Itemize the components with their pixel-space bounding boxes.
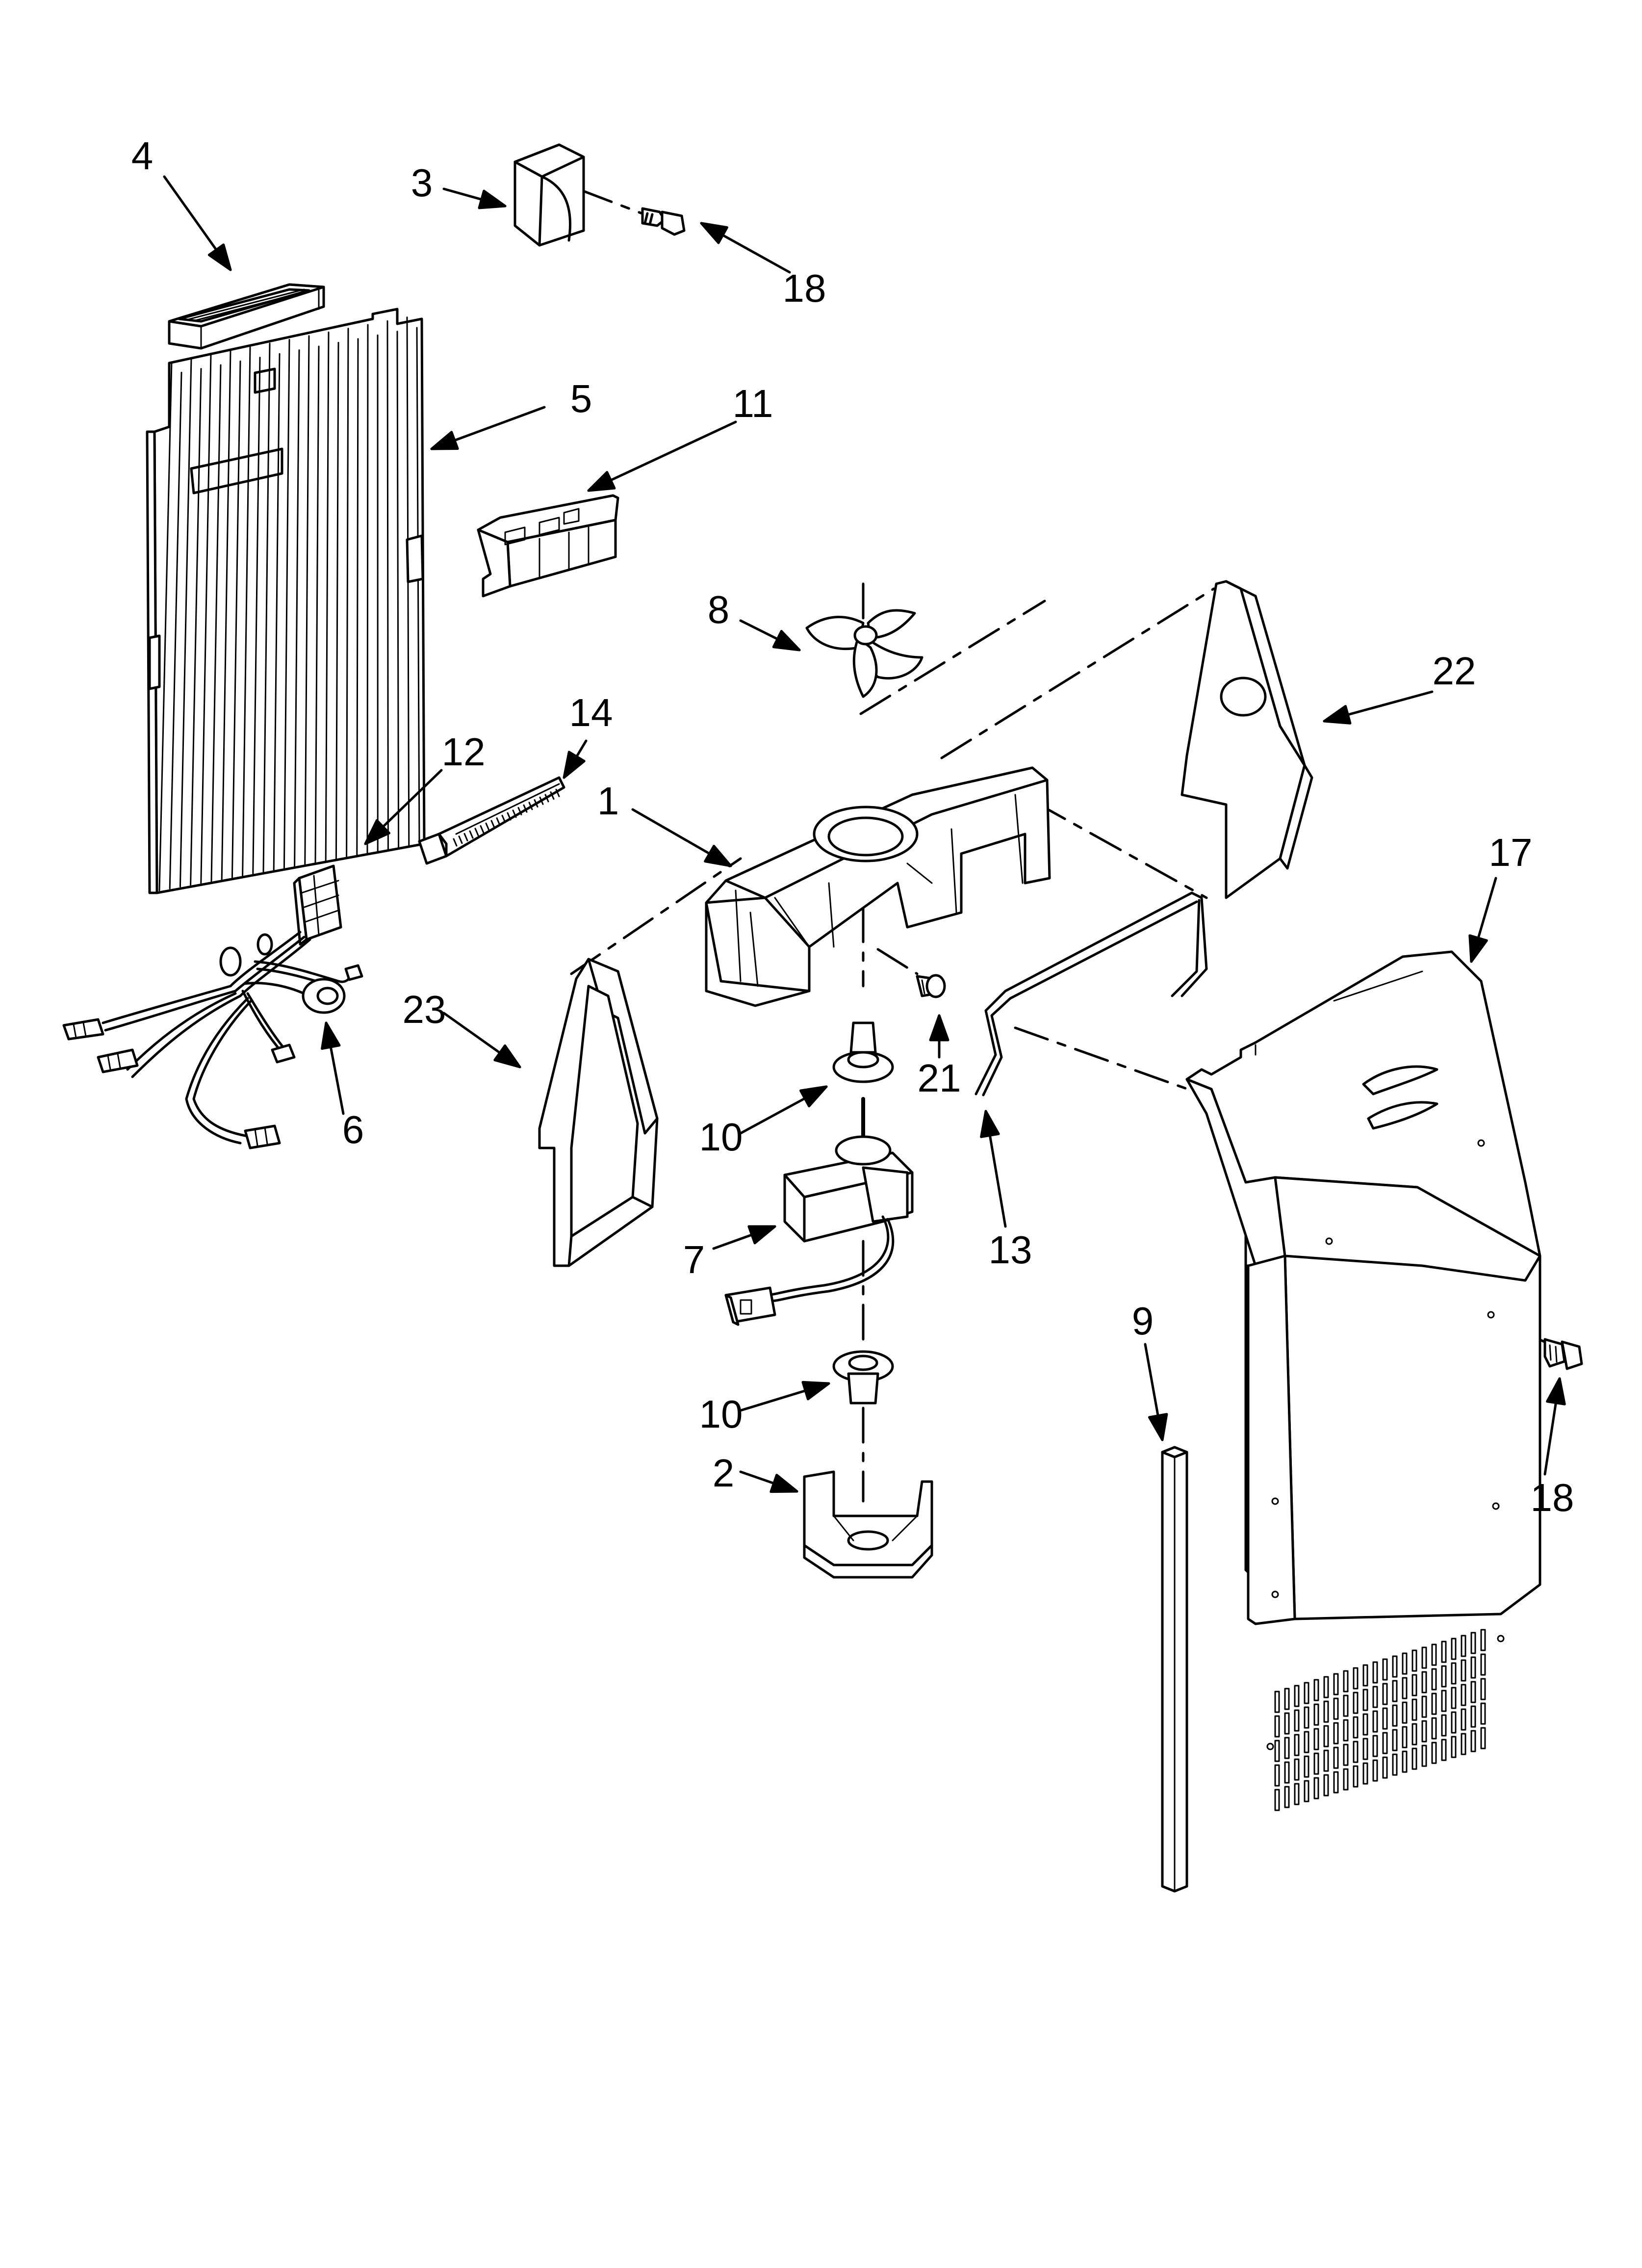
callout-22: 22 [1433,649,1476,693]
liner-panel [146,308,426,894]
leader-arrows [163,175,1566,1493]
callout-4: 4 [131,134,154,178]
callout-13: 13 [989,1228,1032,1272]
callout-23: 23 [403,988,446,1031]
wire-rod [975,891,1208,1096]
fan-blade [805,609,924,698]
callout-9: 9 [1132,1299,1154,1343]
callout-10-upper: 10 [699,1115,743,1159]
callout-7: 7 [683,1238,705,1281]
grommet [302,978,346,1014]
callout-21: 21 [918,1056,961,1100]
motor-grommet-lower [832,1350,894,1405]
callout-6: 6 [342,1108,364,1151]
fan-shroud [705,766,1051,1007]
top-cap [513,143,585,247]
callout-1: 1 [597,779,619,823]
fan-motor [724,1097,914,1326]
callout-14: 14 [569,691,613,734]
callout-18-top: 18 [783,266,826,310]
left-side-baffle [538,958,659,1267]
clip-bracket [477,494,619,598]
screw-top [641,207,686,236]
callout-labels: 1 2 3 4 5 6 7 8 9 10 10 11 12 13 14 17 1… [131,134,1574,1519]
motor-bracket [803,1470,933,1579]
callout-2: 2 [713,1451,735,1495]
screw-shroud [916,974,946,998]
screw-right [1543,1338,1583,1370]
evaporator-cover [1185,950,1541,1811]
callout-17: 17 [1489,831,1533,874]
callout-8: 8 [708,588,730,631]
callout-12: 12 [442,730,486,774]
callout-3: 3 [411,161,433,205]
cable-tie [418,776,565,865]
foam-strip [1161,1446,1188,1893]
callout-10-lower: 10 [699,1392,743,1436]
callout-18-right: 18 [1531,1476,1574,1519]
callout-5: 5 [570,377,592,420]
callout-11: 11 [732,382,773,425]
top-trim-bin [168,283,325,350]
alignment-lines [518,165,1551,1503]
right-side-baffle [1180,580,1313,899]
motor-grommet-upper [832,1021,894,1083]
wire-harness [62,864,363,1149]
